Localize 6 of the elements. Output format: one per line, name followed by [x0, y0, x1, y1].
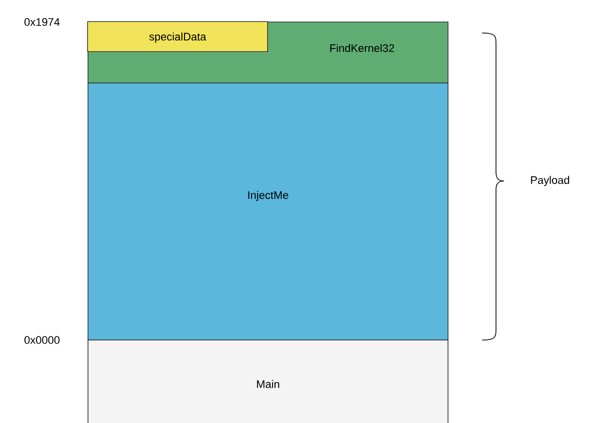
memory-block: InjectMe	[88, 82, 448, 340]
address-label: 0x1974	[24, 18, 60, 26]
address-label: 0x0000	[24, 336, 60, 344]
memory-block: Main	[88, 340, 448, 423]
memory-block: specialData	[87, 21, 268, 52]
brace-label: Payload	[531, 176, 570, 186]
